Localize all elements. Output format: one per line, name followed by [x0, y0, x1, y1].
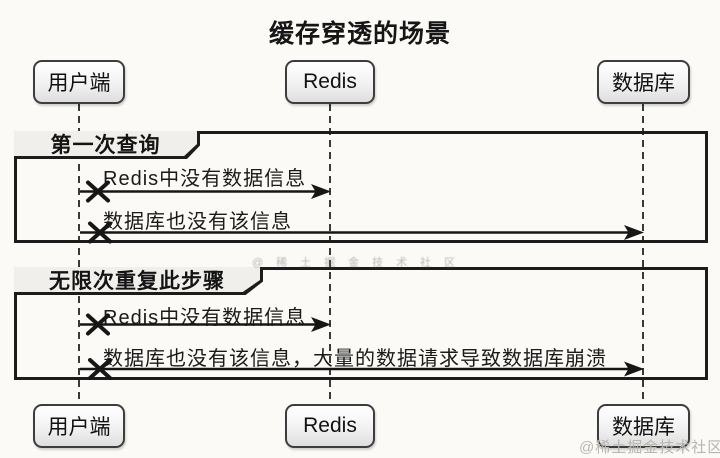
- actor-label-database: 数据库: [612, 416, 675, 439]
- message-text-db-no-data-1: 数据库也没有该信息: [103, 211, 292, 233]
- actor-box-database-top: 数据库: [597, 60, 690, 104]
- actor-box-client-bottom: 用户端: [33, 404, 125, 448]
- actor-box-database-bottom: 数据库: [597, 404, 690, 448]
- frame-infinite-repeat: [14, 267, 708, 380]
- lifeline-database: [642, 104, 644, 404]
- actor-label-database: 数据库: [612, 72, 675, 95]
- frame-label-tab-infinite-repeat: 无限次重复此步骤: [14, 267, 263, 295]
- watermark-middle: @稀土掘金技术社区: [252, 257, 469, 269]
- actor-label-redis: Redis: [303, 70, 357, 93]
- watermark-bottom-right: @稀土掘金技术社区: [579, 439, 720, 456]
- message-text-redis-no-data-2: Redis中没有数据信息: [103, 307, 307, 329]
- message-text-db-crash: 数据库也没有该信息，大量的数据请求导致数据库崩溃: [103, 348, 607, 370]
- diagram-title: 缓存穿透的场景: [268, 20, 451, 48]
- frame-label-tab-first-query: 第一次查询: [14, 131, 200, 159]
- actor-box-redis-bottom: Redis: [285, 404, 375, 448]
- actor-label-client: 用户端: [47, 72, 111, 95]
- actor-label-client: 用户端: [47, 416, 111, 439]
- frame-first-query: [14, 131, 708, 243]
- actor-label-redis: Redis: [303, 414, 357, 437]
- frame-label-first-query: 第一次查询: [14, 131, 197, 156]
- lifeline-redis: [329, 104, 331, 404]
- message-text-redis-no-data-1: Redis中没有数据信息: [103, 168, 307, 190]
- actor-box-client-top: 用户端: [33, 60, 125, 104]
- frame-label-infinite-repeat: 无限次重复此步骤: [14, 267, 260, 292]
- lifeline-client: [78, 104, 80, 404]
- actor-box-redis-top: Redis: [285, 60, 375, 104]
